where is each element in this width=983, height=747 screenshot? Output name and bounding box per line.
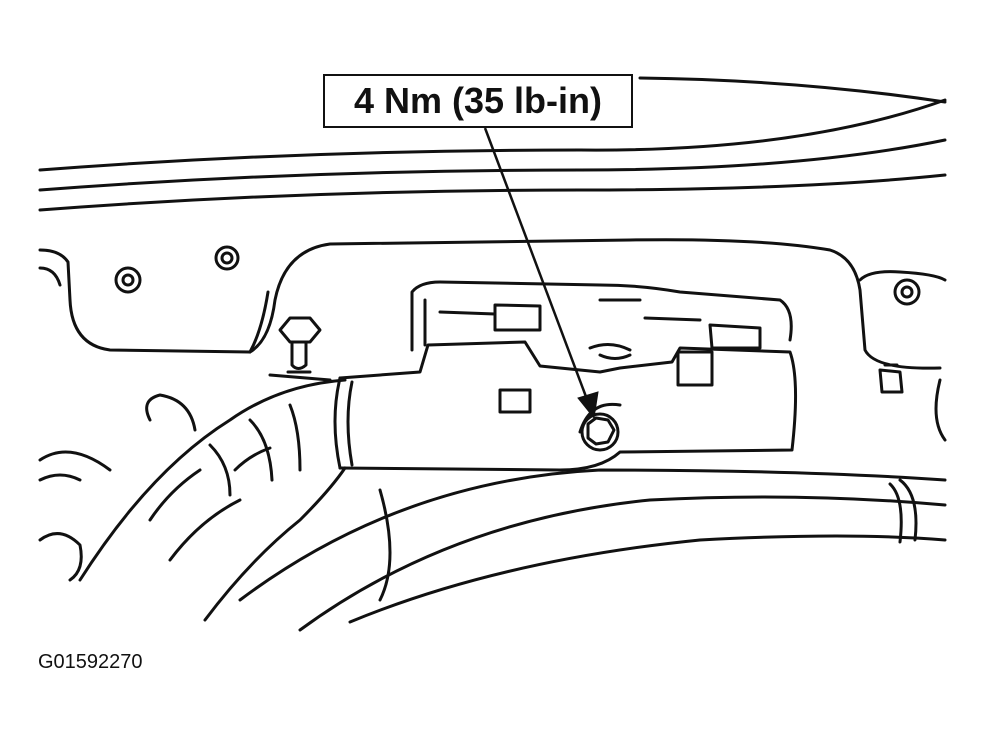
left-bracket-hole-inner: [121, 273, 135, 287]
left-bracket-hole-2: [214, 245, 240, 271]
torque-callout-box: 4 Nm (35 lb-in): [323, 74, 633, 128]
torque-callout-label: 4 Nm (35 lb-in): [353, 80, 603, 121]
right-bracket-hole-inner: [900, 285, 914, 299]
right-bracket: [858, 270, 947, 394]
wiring-harness: [78, 378, 347, 622]
duct-retaining-bolt: [578, 402, 622, 452]
central-module-housing: [410, 280, 793, 360]
left-mounting-stud: [268, 316, 332, 382]
cable-duct: [333, 340, 798, 472]
lower-hoses: [38, 378, 947, 632]
left-bracket-plate: [38, 238, 942, 370]
callout-leader-arrow: [483, 127, 599, 420]
left-bracket-hole-2-inner: [220, 251, 234, 265]
top-contour-lines: [38, 76, 947, 212]
left-bracket-hole: [114, 266, 142, 294]
figure-id-label: G01592270: [38, 651, 143, 673]
right-bracket-hole: [893, 278, 921, 306]
